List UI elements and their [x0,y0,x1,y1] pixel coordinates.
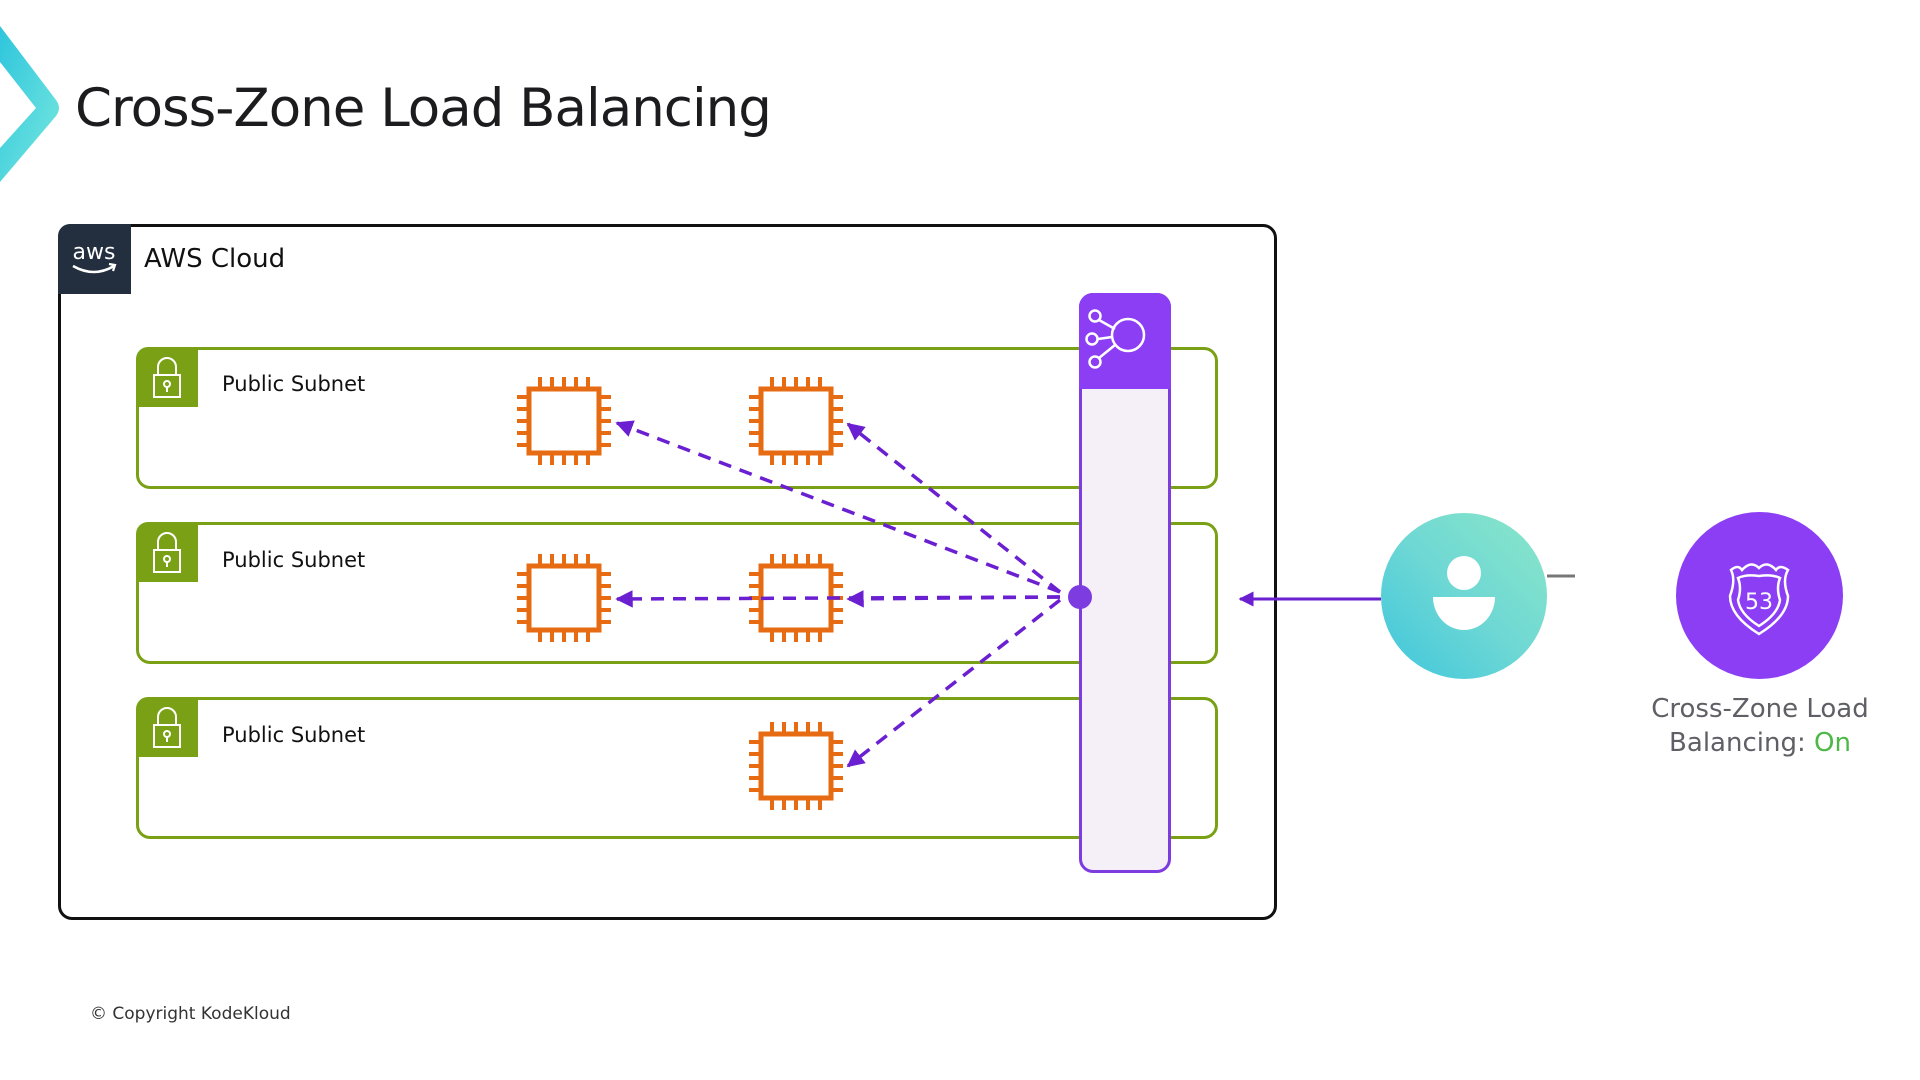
route53-shield-icon: 53 [1728,563,1790,636]
subnet-lock-badge [136,522,198,582]
elastic-load-balancer-icon [1085,309,1146,369]
client-user [1381,513,1547,679]
caption-line-2: Balancing: On [1620,726,1900,760]
aws-cloud-label: AWS Cloud [144,244,286,274]
public-subnet-3 [136,697,1218,839]
caption-line-1: Cross-Zone Load [1651,694,1869,724]
ec2-instance-icon [749,377,843,465]
ec2-instance-icon [517,554,611,642]
brand-chevron-logo [0,26,59,182]
lock-icon [153,707,181,748]
subnet-lock-badge [136,347,198,407]
route53-number: 53 [1745,590,1773,615]
traffic-arrow [846,422,1062,594]
cross-zone-status-caption: Cross-Zone Load Balancing: On [1620,692,1900,760]
load-balancer [1079,293,1171,873]
subnet-label: Public Subnet [222,723,366,747]
lb-node-dot [1068,585,1092,609]
lock-icon [153,532,181,573]
subnet-label: Public Subnet [222,372,366,396]
route53: 53 [1676,512,1843,679]
slide-title: Cross-Zone Load Balancing [75,78,772,139]
load-balancer-header [1079,293,1171,389]
traffic-arrow [846,590,1061,608]
lock-icon [153,357,181,398]
aws-logo: aws [58,224,131,294]
public-subnet-1 [136,347,1218,489]
aws-cloud-group [58,224,1277,920]
caption-line-2-prefix: Balancing: [1669,728,1814,758]
ec2-instance-icon [749,722,843,810]
subnet-lock-badge [136,697,198,757]
copyright-footer: © Copyright KodeKloud [90,1004,291,1024]
public-subnet-2 [136,522,1218,664]
traffic-arrow [846,598,1062,768]
aws-logo-icon: aws [72,240,117,274]
cross-zone-status-value: On [1813,728,1851,758]
user-icon [1433,556,1495,630]
aws-logo-text: aws [73,240,116,265]
ec2-instance-icon [517,377,611,465]
traffic-arrow [615,420,1061,594]
subnet-label: Public Subnet [222,548,366,572]
